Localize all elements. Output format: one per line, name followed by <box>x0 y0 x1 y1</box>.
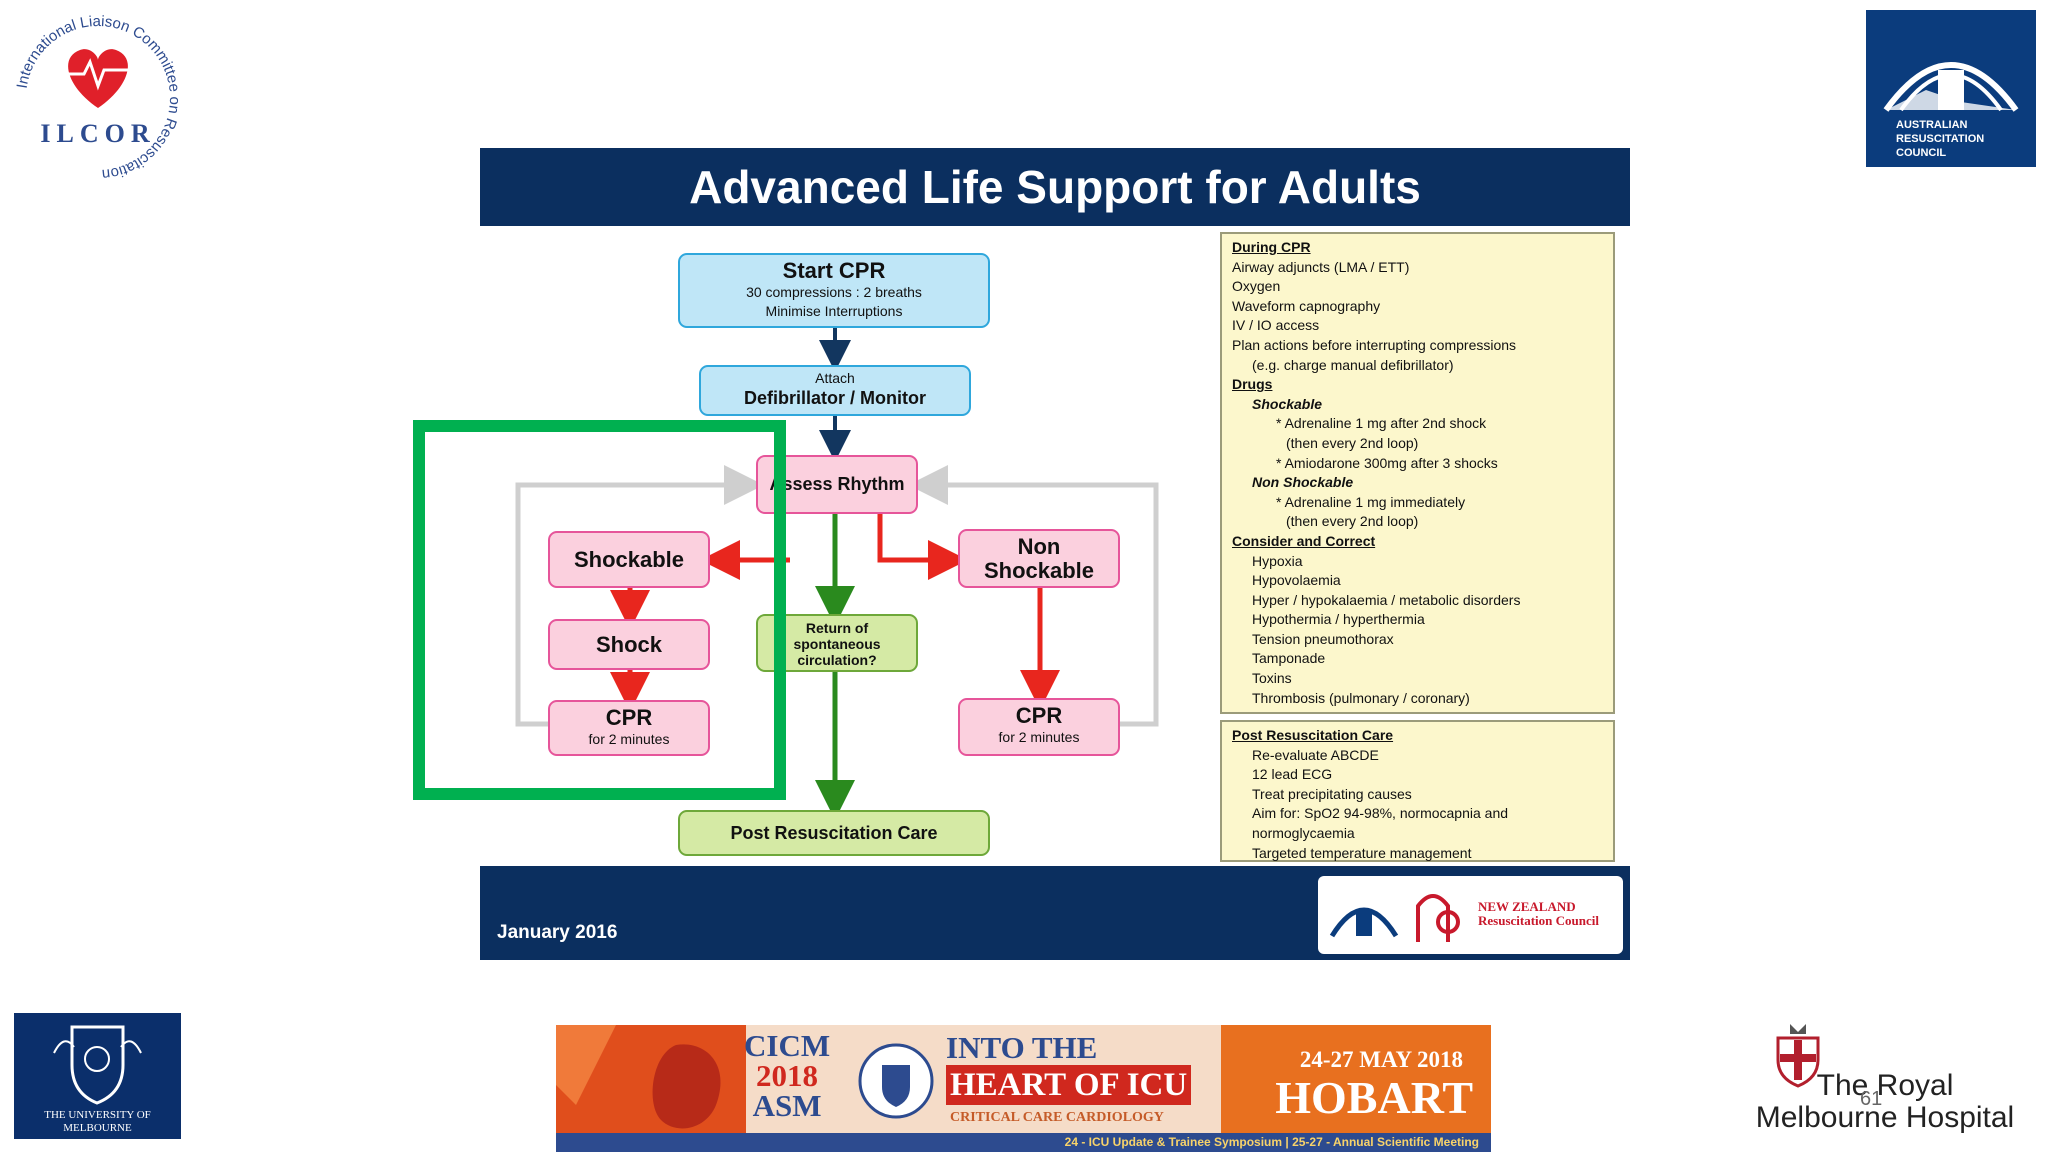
post-care-heading: Post Resuscitation Care <box>1232 727 1394 743</box>
start-cpr-line2: Minimise Interruptions <box>765 303 903 319</box>
consider-item: Hypothermia / hyperthermia <box>1252 611 1425 628</box>
drug-item: (then every 2nd loop) <box>1286 513 1419 530</box>
footer-date: January 2016 <box>497 922 618 943</box>
banner-right-art <box>1221 1025 1491 1152</box>
consider-item: Toxins <box>1252 670 1292 687</box>
slide-title: Advanced Life Support for Adults <box>480 148 1630 226</box>
cpr-left-title: CPR <box>605 705 653 730</box>
consider-heading: Consider and Correct <box>1232 532 1376 549</box>
banner-cicm-line3: ASM <box>752 1088 822 1123</box>
during-cpr-item: Plan actions before interrupting compres… <box>1232 336 1517 353</box>
unimelb-logo: THE UNIVERSITY OF MELBOURNE <box>14 1013 181 1139</box>
banner-dates: 24-27 MAY 2018 <box>1299 1047 1463 1072</box>
highlight-box <box>413 420 786 800</box>
cpr-right-box: CPR for 2 minutes <box>958 698 1120 756</box>
cpr-right-title: CPR <box>1015 703 1063 728</box>
unimelb-text: THE UNIVERSITY OF MELBOURNE <box>44 1109 151 1134</box>
during-cpr-item: IV / IO access <box>1232 317 1320 334</box>
banner-left-art <box>556 1025 746 1152</box>
banner-cicm-line2: 2018 <box>756 1058 819 1093</box>
drugs-shockable-label: Shockable <box>1252 395 1323 412</box>
slide-footer: January 2016 NEW ZEALAND Resuscitation C… <box>480 866 1630 960</box>
banner-strip: 24 - ICU Update & Trainee Symposium | 25… <box>556 1133 1491 1152</box>
defib-label: Defibrillator / Monitor <box>744 388 926 408</box>
post-care-item: 12 lead ECG <box>1252 766 1333 783</box>
consider-item: Hypoxia <box>1252 552 1303 569</box>
start-cpr-title: Start CPR <box>782 258 886 283</box>
during-cpr-item: Oxygen <box>1232 278 1281 295</box>
ilcor-logo: International Liaison Committee on Resus… <box>8 8 188 188</box>
consider-item: Hypovolaemia <box>1252 572 1341 589</box>
arrow-assess-to-nonshockable <box>877 514 968 580</box>
arc-logo: AUSTRALIAN RESUSCITATION COUNCIL <box>1866 10 2036 167</box>
post-care-item: Targeted temperature management <box>1252 844 1472 861</box>
defib-box: Attach Defibrillator / Monitor <box>699 365 971 416</box>
consider-item: Tension pneumothorax <box>1252 630 1394 647</box>
drug-item: * Adrenaline 1 mg after 2nd shock <box>1276 415 1487 432</box>
rmh-name: The Royal Melbourne Hospital <box>1755 1069 2015 1134</box>
post-care-box: Post Resuscitation Care <box>678 810 990 856</box>
banner-into: INTO THE <box>946 1030 1098 1065</box>
start-cpr-box: Start CPR 30 compressions : 2 breaths Mi… <box>678 253 990 328</box>
during-cpr-panel: During CPR Airway adjuncts (LMA / ETT) O… <box>1220 232 1615 714</box>
during-cpr-item: Waveform capnography <box>1232 297 1381 314</box>
rmh-crest-icon <box>1776 1024 1820 1088</box>
conference-banner: CICM 2018 ASM INTO THE HEART OF ICU CRIT… <box>556 1025 1491 1152</box>
cicm-crest-icon <box>858 1043 934 1119</box>
ilcor-acronym: ILCOR <box>40 119 155 148</box>
banner-subtitle: CRITICAL CARE CARDIOLOGY <box>950 1110 1164 1125</box>
nz-resus-council-text: NEW ZEALAND Resuscitation Council <box>1478 899 1599 928</box>
arc-mini-logo <box>1324 882 1460 948</box>
consider-item: Thrombosis (pulmonary / coronary) <box>1252 689 1470 706</box>
defib-attach: Attach <box>815 370 855 386</box>
banner-cicm: CICM 2018 ASM <box>744 1028 831 1123</box>
consider-item: Hyper / hypokalaemia / metabolic disorde… <box>1252 591 1521 608</box>
drug-item: * Adrenaline 1 mg immediately <box>1276 493 1466 510</box>
start-cpr-line1: 30 compressions : 2 breaths <box>746 284 922 300</box>
post-care-panel: Post Resuscitation Care Re-evaluate ABCD… <box>1220 720 1615 862</box>
post-care-item: normoglycaemia <box>1252 824 1355 841</box>
shock-box: Shock <box>548 619 710 670</box>
arc-text: AUSTRALIAN RESUSCITATION COUNCIL <box>1896 119 1985 159</box>
drug-item: * Amiodarone 300mg after 3 shocks <box>1276 454 1498 471</box>
during-cpr-item: Airway adjuncts (LMA / ETT) <box>1232 258 1410 275</box>
drugs-non-shockable-label: Non Shockable <box>1252 474 1354 491</box>
non-shockable-box: Non Shockable <box>958 529 1120 588</box>
banner-city: HOBART <box>1275 1072 1473 1123</box>
cpr-left-box: CPR for 2 minutes <box>548 700 710 756</box>
during-cpr-heading: During CPR <box>1232 239 1311 255</box>
loop-left <box>515 465 764 727</box>
banner-heart: HEART OF ICU <box>946 1065 1192 1105</box>
consider-item: Tamponade <box>1252 650 1326 667</box>
page-number: 61 <box>1860 1088 1883 1110</box>
banner-cicm-line1: CICM <box>744 1028 831 1063</box>
post-care-item: Aim for: SpO2 94-98%, normocapnia and <box>1252 805 1509 822</box>
footer-logos: NEW ZEALAND Resuscitation Council <box>1318 876 1623 954</box>
loop-right <box>908 465 1159 727</box>
post-care-item: Treat precipitating causes <box>1252 785 1412 802</box>
drug-item: (then every 2nd loop) <box>1286 434 1419 451</box>
shockable-box: Shockable <box>548 531 710 588</box>
cpr-right-sub: for 2 minutes <box>998 729 1080 745</box>
post-care-item: Re-evaluate ABCDE <box>1252 746 1379 763</box>
rmh-logo: The Royal Melbourne Hospital <box>1750 1020 2020 1140</box>
cpr-left-sub: for 2 minutes <box>588 731 670 747</box>
during-cpr-item: (e.g. charge manual defibrillator) <box>1252 356 1454 373</box>
drugs-heading: Drugs <box>1232 376 1273 393</box>
